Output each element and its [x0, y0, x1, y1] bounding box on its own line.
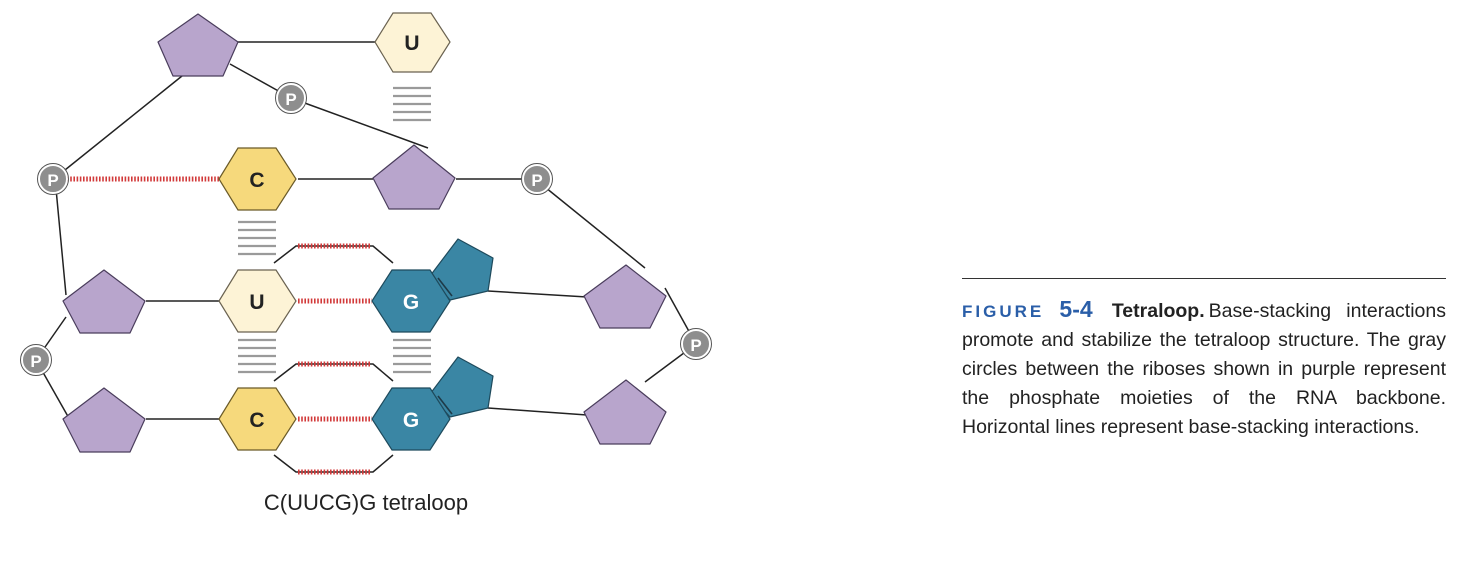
- stacking-lines: [238, 86, 431, 374]
- base-g-middle: G: [371, 269, 453, 333]
- phosphate-label: P: [531, 171, 542, 190]
- figure-caption-panel: FIGURE 5-4 Tetraloop.Base-stacking inter…: [962, 278, 1446, 442]
- ribose-left-upper: [62, 269, 146, 334]
- base-label-u-middle: U: [249, 291, 264, 314]
- phosphate-label: P: [285, 90, 296, 109]
- base-label-c-middle: C: [249, 169, 264, 192]
- ribose-right-upper: [583, 264, 667, 329]
- base-label-g-middle: G: [403, 291, 419, 314]
- backbone-lines: [35, 41, 697, 421]
- base-label-u-top: U: [404, 32, 419, 55]
- ribose-right-lower: [583, 379, 667, 445]
- base-u-top: U: [374, 12, 451, 73]
- pair-brackets: [273, 245, 394, 473]
- phosphate-label: P: [30, 352, 41, 371]
- base-label-c-bottom: C: [249, 409, 264, 432]
- phosphate: P: [521, 163, 553, 195]
- phosphate-label: P: [47, 171, 58, 190]
- ribose-top-left: [157, 13, 239, 77]
- phosphate: P: [275, 82, 307, 114]
- phosphate: P: [37, 163, 69, 195]
- base-u-middle: U: [218, 269, 297, 333]
- figure-caption: FIGURE 5-4 Tetraloop.Base-stacking inter…: [962, 295, 1446, 442]
- base-c-middle: C: [218, 147, 297, 211]
- figure-title: Tetraloop.: [1111, 300, 1205, 322]
- figure-label: FIGURE: [962, 302, 1045, 321]
- phosphate-label: P: [690, 336, 701, 355]
- hydrogen-bonds: [67, 176, 372, 475]
- tetraloop-diagram: U C U G C G P P P P: [20, 12, 712, 515]
- base-g-bottom: G: [371, 387, 453, 451]
- ribose-left-lower: [62, 387, 146, 453]
- diagram-caption: C(UUCG)G tetraloop: [264, 490, 468, 515]
- guanine-rings: [429, 238, 494, 418]
- riboses: [62, 13, 667, 453]
- base-c-bottom: C: [218, 387, 297, 451]
- base-label-g-bottom: G: [403, 409, 419, 432]
- ribose-middle-right: [372, 144, 456, 210]
- figure-number: 5-4: [1059, 296, 1093, 322]
- phosphate: P: [20, 344, 52, 376]
- phosphate: P: [680, 328, 712, 360]
- figure-caption-body: Base-stacking interactions promote and s…: [962, 300, 1446, 438]
